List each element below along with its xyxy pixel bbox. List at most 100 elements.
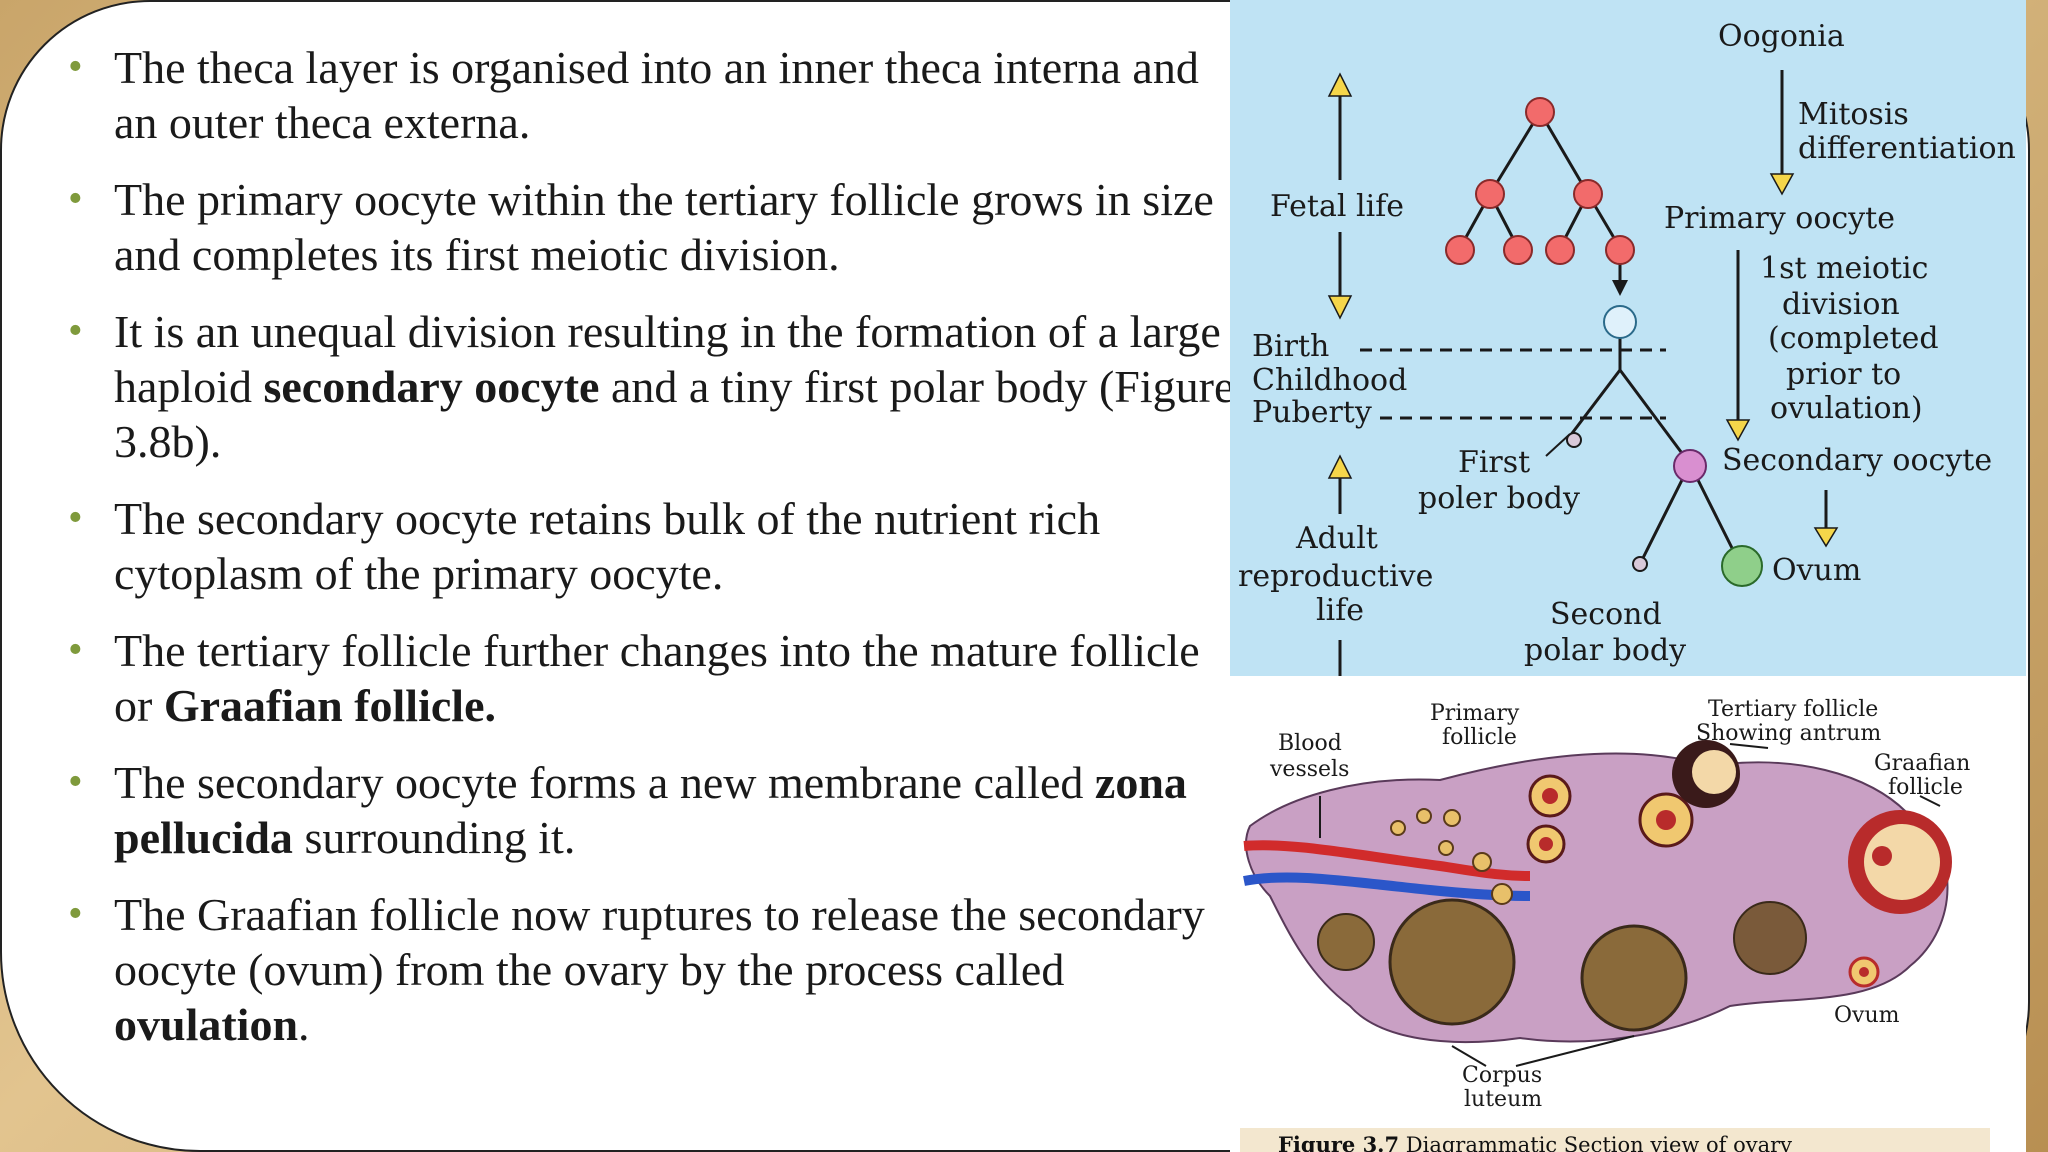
follicle-medium-oocyte: [1656, 810, 1676, 830]
bullet-text: surrounding it.: [292, 812, 576, 863]
adult-up-arrow-icon: [1327, 454, 1353, 479]
primary-down-arrow-icon: [1612, 280, 1628, 296]
label-graafian-2: follicle: [1888, 775, 1963, 800]
bullet-dot-icon: •: [68, 495, 83, 541]
label-tertiary-1: Tertiary follicle: [1708, 697, 1878, 722]
oogonium-cell: [1503, 235, 1533, 265]
caption-text: Diagrammatic Section view of ovary: [1399, 1133, 1793, 1152]
label-tertiary-2: Showing antrum: [1696, 721, 1881, 746]
bullet-item: •The Graafian follicle now ruptures to r…: [62, 887, 1237, 1052]
bullet-item: • The secondary oocyte retains bulk of th…: [62, 491, 1237, 601]
label-differentiation: differentiation: [1798, 131, 2016, 166]
bullet-bold-text: secondary oocyte: [263, 361, 600, 412]
bullet-text: The primary oocyte within the tertiary f…: [114, 174, 1214, 280]
label-blood-1: Blood: [1278, 731, 1342, 756]
meiotic-arrow-icon: [1725, 419, 1751, 442]
bullet-bold-text: Graafian follicle.: [163, 680, 496, 731]
label-primary-2: follicle: [1442, 725, 1517, 750]
bullet-item: • The primary oocyte within the tertiary …: [62, 172, 1237, 282]
bullet-text: The tertiary follicle further changes in…: [114, 625, 1200, 731]
oogonium-cell: [1445, 235, 1475, 265]
bullet-text: The Graafian follicle now ruptures to re…: [114, 889, 1205, 995]
oogenesis-svg: Oogonia Mitosis differentiation Fetal li…: [1238, 19, 2016, 676]
label-first-polar-1: First: [1458, 445, 1530, 480]
label-ovum: Ovum: [1772, 553, 1861, 588]
ruptured-follicle: [1733, 901, 1807, 975]
label-meiotic-1: 1st meiotic: [1760, 251, 1928, 286]
corpus-luteum-medium: [1580, 924, 1688, 1032]
label-meiotic-4: prior to: [1786, 357, 1901, 392]
oogonium-cell: [1545, 235, 1575, 265]
bullet-text: The secondary oocyte forms a new membran…: [114, 757, 1095, 808]
bullet-text: The theca layer is organised into an inn…: [114, 42, 1199, 148]
bullet-bold-text: zona pellucida: [114, 757, 1187, 863]
first-polar-body-cell: [1566, 432, 1582, 448]
label-puberty: Puberty: [1252, 395, 1372, 430]
bullet-list: • The theca layer is organised into an in…: [62, 40, 1237, 1074]
label-oogonia: Oogonia: [1718, 19, 1845, 54]
fetal-up-arrow-icon: [1327, 72, 1353, 97]
secondary-follicle-oocyte: [1542, 788, 1558, 804]
bullet-dot-icon: •: [68, 176, 83, 222]
bullet-dot-icon: •: [68, 627, 83, 673]
bullet-dot-icon: •: [68, 759, 83, 805]
bullet-dot-icon: •: [68, 44, 83, 90]
label-blood-2: vessels: [1269, 757, 1349, 782]
bullet-item: • The theca layer is organised into an in…: [62, 40, 1237, 150]
ovum-cell: [1721, 545, 1763, 587]
label-birth: Birth: [1252, 329, 1329, 364]
label-mitosis: Mitosis: [1798, 97, 1909, 132]
ovary-diagram: Blood vessels Primary follicle Tertiary …: [1230, 676, 2026, 1152]
figure-caption: Figure 3.7 Diagrammatic Section view of …: [1240, 1128, 1990, 1152]
bullet-item: • The secondary oocyte forms a new membra…: [62, 755, 1237, 865]
bullet-bold-text: ovulation: [114, 999, 299, 1050]
ovary-svg: Blood vessels Primary follicle Tertiary …: [1243, 697, 1970, 1112]
bullet-item: • It is an unequal division resulting in …: [62, 304, 1237, 469]
secondary-oocyte-cell: [1673, 449, 1707, 483]
bullet-text: The secondary oocyte retains bulk of the…: [114, 493, 1101, 599]
blood-vessel-red: [1243, 840, 1531, 881]
label-adult-1: Adult: [1295, 521, 1378, 556]
label-childhood: Childhood: [1252, 363, 1407, 398]
label-second-polar-2: polar body: [1524, 633, 1686, 668]
label-corpus-2: luteum: [1464, 1087, 1542, 1112]
corpus-luteum-large: [1388, 898, 1516, 1026]
primary-oocyte-cell: [1603, 305, 1637, 339]
corpus-luteum-small: [1317, 913, 1375, 971]
caption-figure-number: Figure 3.7: [1278, 1132, 1400, 1152]
released-ovum-nucleus: [1859, 967, 1869, 977]
first-polar-pointer: [1545, 433, 1571, 457]
label-second-polar-1: Second: [1550, 597, 1662, 632]
label-meiotic-3: (completed: [1768, 321, 1939, 356]
bullet-text: It is an unequal division resulting in t…: [114, 306, 1221, 412]
mitosis-arrow-icon: [1769, 173, 1795, 196]
oogenesis-diagram: Oogonia Mitosis differentiation Fetal li…: [1230, 0, 2026, 676]
ovum-arrow-icon: [1813, 527, 1839, 548]
label-meiotic-5: ovulation): [1770, 391, 1923, 426]
graafian-pointer: [1919, 795, 1941, 807]
graafian-follicle-antrum: [1864, 824, 1940, 900]
oogonium-cell: [1525, 97, 1555, 127]
oogonia-tree-lines: [1458, 111, 1740, 565]
label-adult-3: life: [1316, 593, 1364, 628]
growing-follicle-oocyte: [1539, 837, 1553, 851]
label-graafian-1: Graafian: [1874, 751, 1970, 776]
label-primary-1: Primary: [1430, 701, 1520, 726]
oogonium-cell: [1475, 179, 1505, 209]
primary-follicles: [1390, 808, 1513, 905]
oogonium-cell: [1605, 235, 1635, 265]
bullet-item: • The tertiary follicle further changes i…: [62, 623, 1237, 733]
tertiary-follicle-antrum: [1692, 750, 1736, 794]
label-ovary-ovum: Ovum: [1834, 1003, 1900, 1028]
bullet-text: .: [298, 999, 310, 1050]
bullet-dot-icon: •: [68, 308, 83, 354]
oogonium-cell: [1573, 179, 1603, 209]
label-adult-2: reproductive: [1238, 559, 1433, 594]
label-corpus-1: Corpus: [1462, 1063, 1542, 1088]
fetal-down-arrow-icon: [1327, 295, 1353, 320]
graafian-oocyte: [1872, 846, 1892, 866]
bullet-text: and a tiny first polar body (Figure 3.8b…: [114, 361, 1235, 467]
corpus-pointer-2: [1515, 1035, 1635, 1067]
label-primary-oocyte: Primary oocyte: [1664, 201, 1895, 236]
label-secondary-oocyte: Secondary oocyte: [1722, 443, 1992, 478]
